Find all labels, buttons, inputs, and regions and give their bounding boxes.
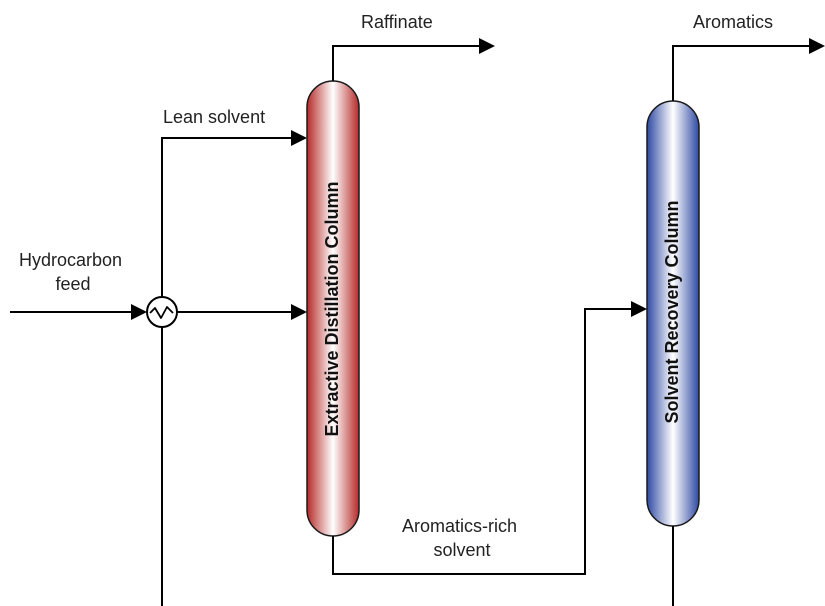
rich-solvent-label-line2: solvent: [433, 540, 490, 560]
aromatics-label: Aromatics: [693, 12, 773, 32]
feed-inlet-arrow-icon: [131, 304, 147, 320]
recovery-column-label: Solvent Recovery Column: [662, 200, 682, 423]
heat-exchanger-icon[interactable]: [146, 296, 178, 328]
rich-solvent-arrow-icon: [631, 301, 647, 317]
solvent-recovery-column[interactable]: Solvent Recovery Column: [646, 100, 700, 527]
extractive-distillation-column[interactable]: Extractive Distillation Column: [306, 80, 360, 537]
hydrocarbon-feed-label-line1: Hydrocarbon: [19, 250, 122, 270]
hydrocarbon-feed-label-line2: feed: [55, 274, 90, 294]
raffinate-arrow-icon: [479, 38, 495, 54]
raffinate-label: Raffinate: [361, 12, 433, 32]
rich-solvent-stream: [332, 301, 647, 575]
rich-solvent-label-line1: Aromatics-rich: [402, 516, 517, 536]
raffinate-stream: [332, 38, 495, 81]
extractive-column-label: Extractive Distillation Column: [322, 181, 342, 436]
feed-column-arrow-icon: [291, 304, 307, 320]
rich-solvent-label: Aromatics-rich solvent: [402, 516, 522, 560]
hydrocarbon-feed-stream: [10, 304, 307, 320]
hydrocarbon-feed-label: Hydrocarbon feed: [19, 250, 127, 294]
aromatics-arrow-icon: [809, 38, 825, 54]
lean-solvent-stream: [161, 130, 307, 606]
lean-solvent-arrow-icon: [291, 130, 307, 146]
aromatics-stream: [672, 38, 825, 101]
lean-solvent-label: Lean solvent: [163, 107, 265, 127]
